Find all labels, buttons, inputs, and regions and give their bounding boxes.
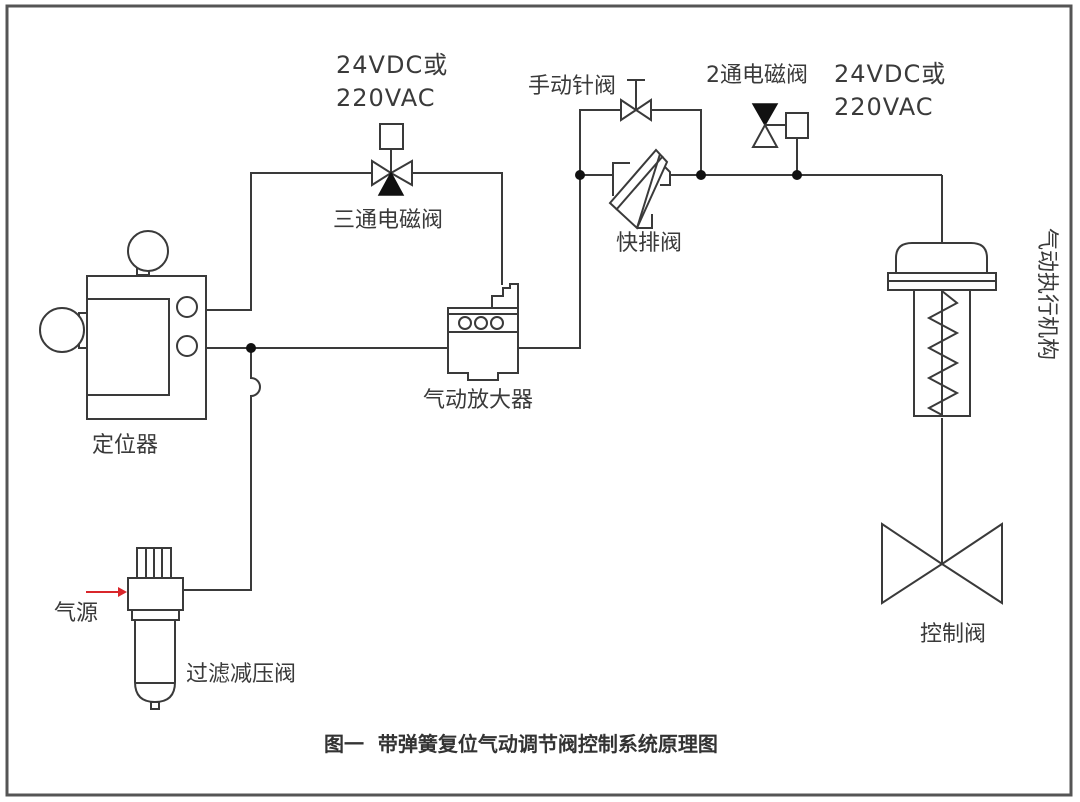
solenoid2-coil <box>785 112 809 139</box>
positioner-side-gauge <box>39 307 85 353</box>
figure-caption: 图一 带弹簧复位气动调节阀控制系统原理图 <box>324 732 718 756</box>
positioner-top-gauge <box>127 230 169 272</box>
solenoid2-voltage-line1: 24VDC或 <box>834 60 946 88</box>
solenoid2-upper-triangle <box>751 103 779 127</box>
solenoid3-coil <box>379 123 404 150</box>
pneumatic-actuator: 气动执行机构 <box>887 228 1059 417</box>
qev-left-housing <box>612 162 630 196</box>
solenoid3-right-port <box>388 159 413 187</box>
junction-dot <box>792 170 802 180</box>
amplifier-label: 气动放大器 <box>423 388 533 413</box>
pipe-amplifier-out <box>519 109 621 349</box>
pipe-positioner-to-solenoid <box>206 172 372 311</box>
needle-valve-right <box>634 98 652 122</box>
regulator-head <box>127 577 184 611</box>
three-way-solenoid-valve: 24VDC或 220VAC 三通电磁阀 <box>333 51 448 233</box>
amplifier-top-step <box>491 283 519 308</box>
qev-exhaust-port <box>637 214 653 229</box>
qev-inner-line2 <box>636 153 661 229</box>
solenoid2-voltage-line2: 220VAC <box>834 93 933 121</box>
positioner-label: 定位器 <box>92 433 158 458</box>
filter-bowl <box>134 619 176 704</box>
junction-dot <box>696 170 706 180</box>
pipelines <box>183 109 943 591</box>
pipe-needle-branch <box>650 109 702 175</box>
regulator-collar <box>131 609 180 621</box>
filter-regulator: 气源 过滤减压阀 <box>54 547 296 710</box>
solenoid2-label: 2通电磁阀 <box>706 63 808 88</box>
amplifier-notch-mask <box>469 371 497 375</box>
needle-valve-label: 手动针阀 <box>528 74 616 99</box>
solenoid3-left-port <box>371 159 393 187</box>
amplifier-bottom-notch <box>467 373 499 381</box>
solenoid3-voltage-line2: 220VAC <box>336 84 435 112</box>
qev-label: 快排阀 <box>616 231 682 256</box>
positioner-port-upper <box>176 296 198 318</box>
positioner-display <box>86 298 170 396</box>
pipe-solenoid-to-amplifier <box>412 172 503 285</box>
air-source-label: 气源 <box>54 601 98 626</box>
needle-valve-left <box>620 98 638 122</box>
solenoid3-exhaust-port <box>377 171 405 196</box>
amplifier-gauge-2 <box>474 316 488 330</box>
positioner-port-lower <box>176 335 198 357</box>
diagram-frame <box>5 4 1073 797</box>
actuator-label: 气动执行机构 <box>1034 228 1059 360</box>
junction-dot <box>575 170 585 180</box>
filter-regulator-label: 过滤减压阀 <box>186 662 296 687</box>
two-way-solenoid-valve: 2通电磁阀 24VDC或 220VAC <box>706 60 946 148</box>
positioner: 定位器 <box>39 230 207 458</box>
solenoid3-label: 三通电磁阀 <box>333 208 443 233</box>
actuator-diaphragm-cap <box>895 242 988 274</box>
air-source-arrow-head <box>118 587 127 597</box>
junctions <box>246 170 802 353</box>
quick-exhaust-valve: 快排阀 <box>608 148 682 256</box>
junction-dot <box>246 343 256 353</box>
manual-needle-valve: 手动针阀 <box>528 74 652 122</box>
control-valve: 控制阀 <box>881 522 1003 647</box>
actuator-spring <box>926 290 960 416</box>
solenoid2-lower-triangle <box>751 122 779 148</box>
control-valve-left <box>881 522 944 605</box>
solenoid3-voltage-line1: 24VDC或 <box>336 51 448 79</box>
qev-inner-line1 <box>615 155 664 211</box>
filter-drain <box>150 701 160 710</box>
pneumatic-amplifier: 气动放大器 <box>423 283 533 413</box>
amplifier-gauge-1 <box>458 316 472 330</box>
amplifier-gauge-3 <box>490 316 504 330</box>
pipe-supply <box>183 348 261 591</box>
control-valve-right <box>940 522 1003 605</box>
control-valve-label: 控制阀 <box>920 622 986 647</box>
qev-body <box>608 148 669 230</box>
